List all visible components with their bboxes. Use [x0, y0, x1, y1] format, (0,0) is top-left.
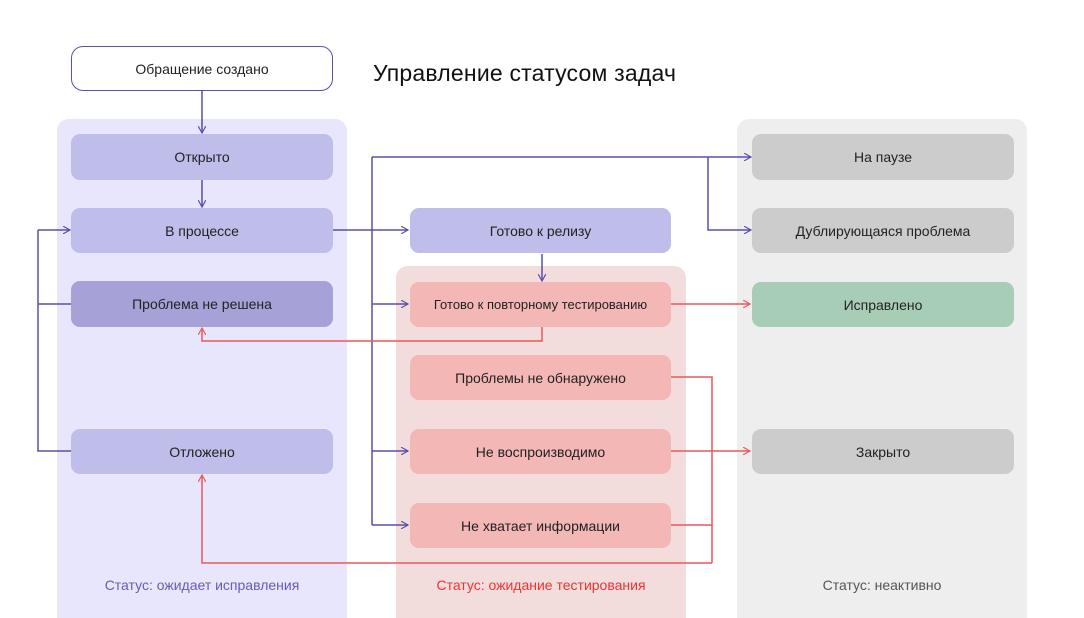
lane-caption-awaiting-testing: Статус: ожидание тестирования: [436, 577, 646, 593]
edge-retest-to-notsolved: [202, 327, 543, 342]
node-paused: На паузе: [752, 134, 1014, 180]
node-ready-for-release: Готово к релизу: [410, 208, 671, 253]
node-closed: Закрыто: [752, 429, 1014, 474]
node-duplicate: Дублирующаяся проблема: [752, 208, 1014, 253]
diagram-title: Управление статусом задач: [373, 60, 677, 86]
node-postponed: Отложено: [71, 429, 333, 474]
node-open: Открыто: [71, 134, 333, 180]
edge-right-bus: [671, 376, 713, 563]
edge-to-postponed: [202, 475, 712, 564]
lane-inactive: [737, 119, 1027, 618]
edge-bus-to-duplicate: [707, 157, 751, 230]
node-in-progress: В процессе: [71, 208, 333, 253]
node-ready-for-retest: Готово к повторному тестированию: [410, 282, 671, 327]
node-missing-info: Не хватает информации: [410, 503, 671, 548]
edge-left-bus: [37, 230, 71, 452]
node-created: Обращение создано: [71, 46, 333, 91]
node-fixed: Исправлено: [752, 282, 1014, 327]
node-no-problems-found: Проблемы не обнаружено: [410, 355, 671, 400]
node-not-reproducible: Не воспроизводимо: [410, 429, 671, 474]
node-not-solved: Проблема не решена: [71, 281, 333, 327]
lane-caption-inactive: Статус: неактивно: [822, 577, 942, 593]
lane-caption-awaiting-fix: Статус: ожидает исправления: [104, 577, 300, 593]
